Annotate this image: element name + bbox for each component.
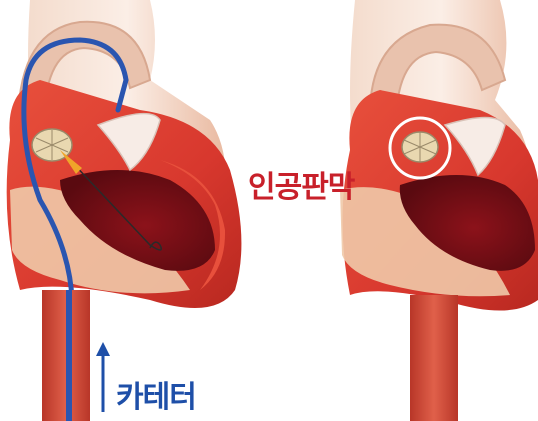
right-femoral-artery: [410, 295, 458, 421]
valve-label: 인공판막: [248, 162, 354, 206]
left-heart: [7, 0, 242, 421]
right-heart: [340, 0, 538, 421]
catheter-label: 카테터: [116, 372, 196, 416]
left-vessel-catheter: [66, 290, 72, 421]
up-arrow-icon: [96, 342, 110, 412]
right-valve-implanted: [402, 132, 438, 162]
